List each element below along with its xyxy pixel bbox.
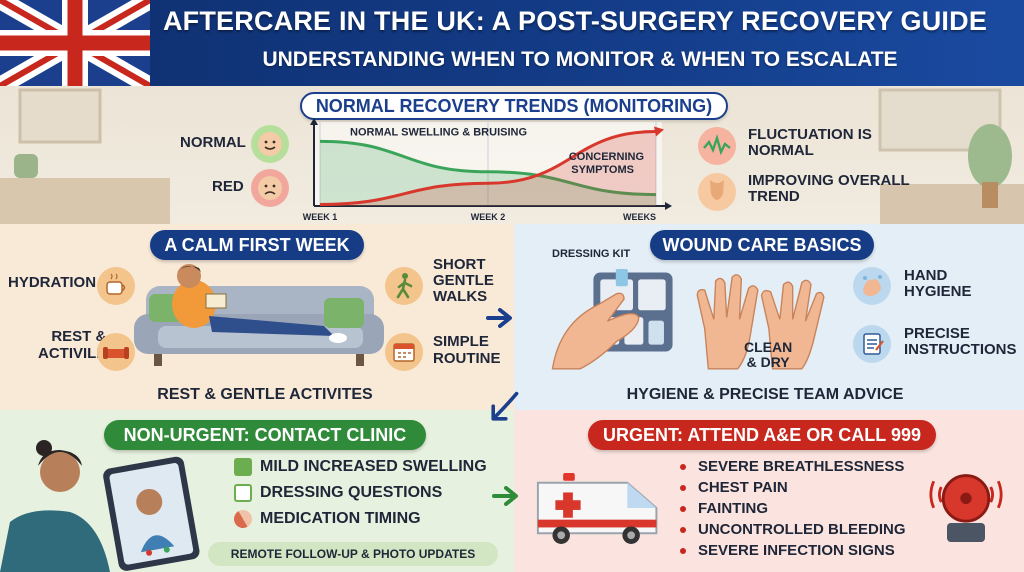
- nonurgent-item-text: DRESSING QUESTIONS: [260, 484, 443, 501]
- room-background-illustration: [0, 88, 1024, 224]
- page-subtitle: UNDERSTANDING WHEN TO MONITOR & WHEN TO …: [262, 48, 898, 71]
- nonurgent-item-text: MILD INCREASED SWELLING: [260, 458, 487, 475]
- urgent-item: CHEST PAIN: [680, 477, 906, 498]
- page-title: AFTERCARE IN THE UK: A POST-SURGERY RECO…: [162, 6, 988, 36]
- bullet-dot-icon: [680, 526, 686, 533]
- alarm-bell-icon: [929, 474, 1003, 543]
- chart-tick-label: WEEKS: [623, 212, 656, 222]
- clean-dry-label: CLEAN & DRY: [744, 340, 792, 370]
- smiling-face-icon: [251, 125, 289, 163]
- worried-face-icon: [251, 169, 289, 207]
- hydration-label: HYDRATION: [8, 274, 97, 291]
- remote-followup-banner: REMOTE FOLLOW-UP & PHOTO UPDATES: [208, 542, 498, 566]
- nonurgent-item: DRESSING QUESTIONS: [234, 484, 442, 502]
- nonurgent-item: MILD INCREASED SWELLING: [234, 458, 487, 476]
- chart-series-concerning-arrow: [654, 126, 664, 137]
- urgent-item-text: SEVERE INFECTION SIGNS: [698, 542, 895, 559]
- flow-arrow-down-left-icon: [491, 391, 519, 421]
- improving-note-line1: IMPROVING OVERALL: [748, 172, 910, 189]
- fluctuation-note-line1: FLUCTUATION IS: [748, 126, 872, 143]
- fluctuation-note: FLUCTUATION IS NORMAL: [748, 127, 872, 159]
- routine-label-line2: ROUTINE: [433, 350, 501, 367]
- hand-hygiene-line1: HAND: [904, 267, 948, 284]
- wound-care-title: WOUND CARE BASICS: [650, 230, 874, 260]
- chart-series-concerning: [319, 130, 657, 206]
- hand-hygiene-line2: HYGIENE: [904, 283, 972, 300]
- precise-instructions-line2: INSTRUCTIONS: [904, 341, 1017, 358]
- chart-tick-label: WEEK 1: [303, 212, 338, 222]
- improving-note-line2: TREND: [748, 188, 800, 205]
- walks-label-line1: SHORT: [433, 256, 486, 273]
- checklist-icon: [853, 325, 891, 363]
- pill-capsule-icon: [230, 506, 256, 532]
- chart-series-normal: [319, 139, 657, 197]
- nonurgent-item: MEDICATION TIMING: [230, 506, 421, 532]
- clean-dry-line1: CLEAN: [744, 339, 793, 355]
- hands-illustration: [551, 274, 825, 370]
- clean-dry-line2: & DRY: [746, 354, 790, 370]
- routine-label: SIMPLE ROUTINE: [433, 333, 501, 367]
- recovery-trend-chart: WEEK 1 WEEK 2 WEEKS NORMAL SWELLING & BRUIS…: [303, 118, 672, 222]
- chart-series-concerning-area: [320, 131, 656, 206]
- trends-heading: NORMAL RECOVERY TRENDS (MONITORING): [300, 92, 728, 120]
- flow-arrow-right-green-icon: [492, 486, 518, 506]
- calm-week-caption: REST & GENTLE ACTIVITES: [157, 386, 373, 403]
- urgent-item: SEVERE BREATHLESSNESS: [680, 456, 906, 477]
- urgent-title: URGENT: ATTEND A&E OR CALL 999: [588, 420, 936, 450]
- fluctuation-wave-icon: [698, 127, 736, 165]
- bullet-dot-icon: [680, 463, 686, 470]
- calendar-icon: [385, 333, 423, 371]
- person-resting-on-sofa-illustration: [134, 264, 384, 366]
- bullet-dot-icon: [680, 505, 686, 512]
- cup-icon: [97, 267, 135, 305]
- precise-instructions-label: PRECISE INSTRUCTIONS: [904, 326, 1017, 358]
- urgent-item-text: UNCONTROLLED BLEEDING: [698, 521, 906, 538]
- urgent-item-text: FAINTING: [698, 500, 768, 517]
- hand-wash-icon: [853, 267, 891, 305]
- rest-label-line2: ACTIVILE: [38, 345, 107, 362]
- dressing-kit-label: DRESSING KIT: [552, 248, 631, 260]
- checkbox-icon: [234, 484, 252, 502]
- sofa-icon: [97, 333, 135, 371]
- chart-tick-label: WEEK 2: [471, 212, 506, 222]
- improving-trend-note: IMPROVING OVERALL TREND: [748, 173, 910, 205]
- ambulance-illustration: [536, 473, 658, 544]
- flow-arrow-right-icon: [486, 308, 512, 328]
- nonurgent-item-text: MEDICATION TIMING: [260, 510, 421, 527]
- header-banner: AFTERCARE IN THE UK: A POST-SURGERY RECO…: [0, 0, 1024, 86]
- thumbs-up-icon: [234, 458, 252, 476]
- wound-care-caption: HYGIENE & PRECISE TEAM ADVICE: [626, 386, 904, 403]
- precise-instructions-line1: PRECISE: [904, 325, 970, 342]
- urgent-item: UNCONTROLLED BLEEDING: [680, 519, 906, 540]
- urgent-item: SEVERE INFECTION SIGNS: [680, 540, 906, 561]
- legend-normal-label: NORMAL: [180, 134, 246, 151]
- rest-label-line1: REST &: [51, 328, 107, 345]
- body-silhouette-icon: [698, 173, 736, 211]
- chart-series-concerning-label: SYMPTOMS: [571, 164, 634, 176]
- legend-red-label: RED: [212, 178, 244, 195]
- bullet-dot-icon: [680, 547, 686, 554]
- bullet-dot-icon: [680, 484, 686, 491]
- person-video-call-illustration: [0, 440, 200, 572]
- union-jack-flag-icon: [0, 0, 150, 86]
- fluctuation-note-line2: NORMAL: [748, 142, 814, 159]
- routine-label-line1: SIMPLE: [433, 333, 489, 350]
- urgent-symptom-list: SEVERE BREATHLESSNESS CHEST PAIN FAINTIN…: [680, 456, 906, 561]
- walking-person-icon: [385, 267, 423, 305]
- chart-x-axis-arrow: [665, 202, 672, 210]
- urgent-item: FAINTING: [680, 498, 906, 519]
- rest-label: REST & ACTIVILE: [38, 328, 106, 362]
- calm-week-title: A CALM FIRST WEEK: [150, 230, 364, 260]
- walks-label-line2: GENTLE: [433, 272, 494, 289]
- non-urgent-title: NON-URGENT: CONTACT CLINIC: [104, 420, 426, 450]
- walks-label: SHORT GENTLE WALKS: [433, 257, 494, 305]
- urgent-item-text: SEVERE BREATHLESSNESS: [698, 458, 905, 475]
- walks-label-line3: WALKS: [433, 288, 488, 305]
- urgent-item-text: CHEST PAIN: [698, 479, 788, 496]
- chart-y-axis-arrow: [310, 118, 318, 125]
- chart-series-normal-label: NORMAL SWELLING & BRUISING: [350, 126, 527, 138]
- hand-hygiene-label: HAND HYGIENE: [904, 268, 972, 300]
- chart-series-concerning-label: CONCERNING: [569, 151, 644, 163]
